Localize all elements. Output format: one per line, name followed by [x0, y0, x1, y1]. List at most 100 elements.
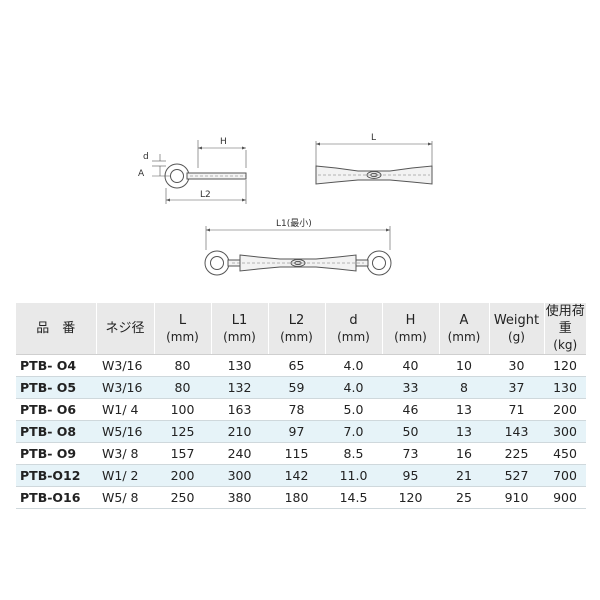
- cell-l2: 180: [268, 486, 325, 509]
- cell-thread-size: W1/ 4: [96, 398, 154, 421]
- header-working-load: 使用荷重(kg): [544, 303, 586, 355]
- cell-l1: 163: [211, 398, 268, 421]
- cell-a: 8: [439, 376, 489, 399]
- cell-working-load: 300: [544, 420, 586, 443]
- cell-h: 73: [382, 442, 439, 465]
- cell-weight: 225: [489, 442, 544, 465]
- cell-h: 95: [382, 464, 439, 487]
- cell-a: 10: [439, 354, 489, 377]
- cell-thread-size: W3/ 8: [96, 442, 154, 465]
- cell-d: 5.0: [325, 398, 382, 421]
- l1-dimension-label: L1(最小): [276, 218, 312, 229]
- cell-a: 21: [439, 464, 489, 487]
- technical-drawings: d A H L2 L L1(最小): [138, 133, 433, 276]
- cell-l1: 240: [211, 442, 268, 465]
- cell-a: 16: [439, 442, 489, 465]
- cell-part-number: PTB- O8: [16, 420, 96, 443]
- header-a: A(mm): [439, 303, 490, 355]
- turnbuckle-body-drawing: [315, 141, 433, 185]
- cell-l: 125: [154, 420, 211, 443]
- header-d: d(mm): [325, 303, 383, 355]
- cell-l1: 380: [211, 486, 268, 509]
- cell-thread-size: W3/16: [96, 354, 154, 377]
- cell-d: 7.0: [325, 420, 382, 443]
- l2-dimension-label: L2: [200, 190, 211, 200]
- table-header-row: 品 番 ネジ径 L(mm) L1(mm) L2(mm) d(mm) H(mm) …: [16, 303, 586, 355]
- cell-weight: 37: [489, 376, 544, 399]
- header-l1: L1(mm): [211, 303, 269, 355]
- cell-part-number: PTB-O16: [16, 486, 96, 509]
- spec-table: 品 番 ネジ径 L(mm) L1(mm) L2(mm) d(mm) H(mm) …: [16, 303, 586, 509]
- cell-l1: 210: [211, 420, 268, 443]
- cell-weight: 143: [489, 420, 544, 443]
- cell-h: 120: [382, 486, 439, 509]
- cell-d: 4.0: [325, 376, 382, 399]
- cell-thread-size: W1/ 2: [96, 464, 154, 487]
- cell-part-number: PTB- O5: [16, 376, 96, 399]
- eye-bolt-drawing: [152, 140, 247, 204]
- cell-d: 4.0: [325, 354, 382, 377]
- cell-weight: 71: [489, 398, 544, 421]
- cell-h: 40: [382, 354, 439, 377]
- cell-working-load: 200: [544, 398, 586, 421]
- cell-part-number: PTB- O4: [16, 354, 96, 377]
- d-dimension-label: d: [143, 152, 149, 162]
- cell-thread-size: W5/ 8: [96, 486, 154, 509]
- cell-l: 80: [154, 376, 211, 399]
- cell-weight: 910: [489, 486, 544, 509]
- header-weight: Weight(g): [489, 303, 545, 355]
- cell-l2: 142: [268, 464, 325, 487]
- turnbuckle-assembly-drawing: [204, 226, 392, 276]
- cell-h: 50: [382, 420, 439, 443]
- cell-l1: 132: [211, 376, 268, 399]
- h-dimension-label: H: [220, 137, 227, 147]
- cell-d: 14.5: [325, 486, 382, 509]
- cell-l1: 130: [211, 354, 268, 377]
- cell-l2: 65: [268, 354, 325, 377]
- cell-part-number: PTB-O12: [16, 464, 96, 487]
- cell-d: 11.0: [325, 464, 382, 487]
- cell-thread-size: W3/16: [96, 376, 154, 399]
- cell-working-load: 900: [544, 486, 586, 509]
- cell-l2: 59: [268, 376, 325, 399]
- cell-thread-size: W5/16: [96, 420, 154, 443]
- cell-weight: 30: [489, 354, 544, 377]
- cell-working-load: 450: [544, 442, 586, 465]
- cell-part-number: PTB- O6: [16, 398, 96, 421]
- cell-a: 25: [439, 486, 489, 509]
- cell-l2: 78: [268, 398, 325, 421]
- cell-working-load: 120: [544, 354, 586, 377]
- cell-part-number: PTB- O9: [16, 442, 96, 465]
- cell-working-load: 130: [544, 376, 586, 399]
- cell-h: 46: [382, 398, 439, 421]
- header-thread-size: ネジ径: [96, 303, 155, 355]
- header-l2: L2(mm): [268, 303, 326, 355]
- cell-l: 157: [154, 442, 211, 465]
- cell-a: 13: [439, 398, 489, 421]
- cell-l2: 115: [268, 442, 325, 465]
- cell-d: 8.5: [325, 442, 382, 465]
- cell-weight: 527: [489, 464, 544, 487]
- l-dimension-label: L: [371, 133, 376, 143]
- header-h: H(mm): [382, 303, 440, 355]
- cell-l: 100: [154, 398, 211, 421]
- cell-working-load: 700: [544, 464, 586, 487]
- a-dimension-label: A: [138, 169, 145, 179]
- cell-l: 200: [154, 464, 211, 487]
- cell-l: 250: [154, 486, 211, 509]
- cell-h: 33: [382, 376, 439, 399]
- cell-l1: 300: [211, 464, 268, 487]
- header-part-number: 品 番: [16, 303, 97, 355]
- cell-l: 80: [154, 354, 211, 377]
- cell-l2: 97: [268, 420, 325, 443]
- header-l: L(mm): [154, 303, 212, 355]
- cell-a: 13: [439, 420, 489, 443]
